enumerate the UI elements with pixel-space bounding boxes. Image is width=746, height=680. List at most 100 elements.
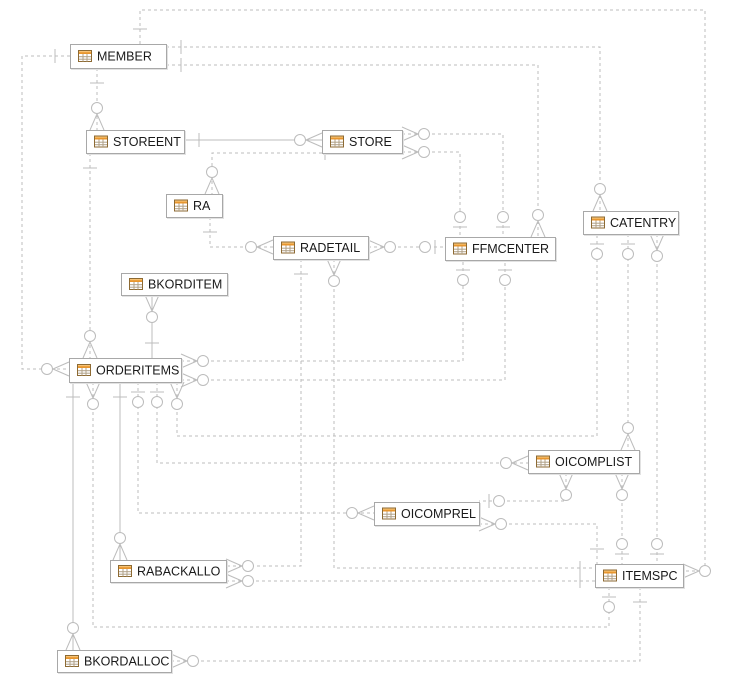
entity-box (273, 236, 369, 260)
relationship-line (92, 382, 610, 628)
relationship-radetail-ffmcenter (367, 239, 445, 255)
relationship-bkorditem-orderitems (144, 294, 160, 358)
relationship-oicomprel-itemspc (478, 516, 604, 564)
table-icon (78, 50, 92, 62)
relationship-line (171, 587, 641, 662)
entity-box (595, 564, 684, 588)
relationship-line (181, 260, 506, 381)
entity-label: RABACKALLO (137, 565, 221, 579)
relationship-store-ffmcenter (401, 126, 510, 237)
entity-label: FFMCENTER (472, 242, 549, 256)
table-icon (65, 655, 79, 667)
relationship-radetail-rabackallo (225, 259, 308, 574)
relationship-member-orderitems (21, 49, 70, 377)
relationship-storeent-store (184, 132, 323, 148)
table-icon (591, 216, 605, 229)
table-icon (129, 278, 143, 290)
entity-label: RADETAIL (300, 241, 360, 255)
relationship-orderitems-oicomprel (131, 382, 375, 521)
entity-box (121, 273, 228, 296)
entity-label: OICOMPLIST (555, 455, 632, 469)
relationship-catentry-oicomplist (620, 234, 636, 451)
entity-oicomplist[interactable]: OICOMPLIST (528, 450, 641, 475)
table-icon (330, 135, 344, 148)
relationship-member-catentry (166, 40, 608, 212)
relationship-orderitems-itemspc (85, 381, 616, 628)
relationship-line (176, 234, 598, 437)
relationship-line (479, 473, 567, 502)
relationship-orderitems-catentry (169, 234, 604, 437)
entity-label: STORE (349, 135, 392, 149)
relationship-line (479, 523, 598, 564)
relationship-line (211, 152, 340, 194)
relationship-orderitems-bkordalloc (65, 382, 81, 651)
entity-label: RA (193, 199, 211, 213)
relationship-bkordalloc-itemspc (170, 587, 647, 669)
relationship-orderitems-rabackallo (112, 382, 128, 561)
entity-radetail[interactable]: RADETAIL (273, 236, 370, 261)
table-icon (118, 565, 132, 577)
entity-store[interactable]: STORE (322, 130, 404, 155)
relationship-line (181, 260, 464, 362)
entity-label: ORDERITEMS (96, 364, 179, 378)
entity-layer: MEMBER STOREENT STORE RA RADETAIL FFMCENTER CA… (57, 44, 685, 674)
entity-box (583, 211, 679, 235)
entity-box (445, 237, 556, 261)
relationship-line (226, 259, 302, 567)
table-icon (77, 364, 91, 376)
entity-box (374, 502, 480, 526)
relationship-orderitems-oicomplist (150, 382, 529, 471)
relationship-orderitems-ffmcenter (180, 260, 470, 369)
entity-rabackallo[interactable]: RABACKALLO (110, 560, 228, 584)
table-icon (536, 455, 550, 468)
entity-box (57, 650, 172, 673)
relationship-line (21, 55, 70, 370)
relationship-orderitems-ffmcenter (180, 260, 512, 388)
relationship-oicomplist-itemspc (614, 472, 630, 564)
entity-label: CATENTRY (610, 216, 677, 230)
entity-box (86, 130, 185, 154)
entity-label: BKORDITEM (148, 278, 222, 292)
entity-member[interactable]: MEMBER (70, 44, 168, 70)
table-icon (94, 135, 108, 148)
relationship-member-ffmcenter (166, 58, 546, 238)
relationship-line (333, 259, 595, 569)
entity-storeent[interactable]: STOREENT (86, 130, 186, 155)
entity-label: ITEMSPC (622, 569, 678, 583)
relationship-line (137, 382, 374, 514)
entity-ra[interactable]: RA (166, 194, 224, 219)
relationship-member-itemspc (133, 9, 711, 579)
relationship-radetail-itemspc (326, 258, 595, 575)
entity-itemspc[interactable]: ITEMSPC (595, 564, 685, 589)
table-icon (603, 569, 617, 582)
table-icon (382, 507, 396, 520)
entity-ffmcenter[interactable]: FFMCENTER (445, 237, 557, 262)
entity-label: OICOMPREL (401, 507, 476, 521)
relationship-storeent-orderitems (82, 153, 98, 359)
table-icon (453, 242, 467, 255)
relationship-line (156, 382, 528, 464)
relationship-catentry-itemspc (649, 233, 665, 564)
table-icon (281, 241, 295, 254)
entity-label: STOREENT (113, 135, 181, 149)
relationship-oicomplist-oicomprel (479, 472, 574, 508)
relationship-line (166, 64, 539, 237)
entity-oicomprel[interactable]: OICOMPREL (374, 502, 481, 527)
relationship-line (402, 151, 461, 237)
relationship-layer (21, 9, 711, 669)
entity-catentry[interactable]: CATENTRY (583, 211, 680, 236)
table-icon (174, 199, 188, 212)
entity-box (528, 450, 640, 474)
entity-bkordalloc[interactable]: BKORDALLOC (57, 650, 173, 674)
relationship-line (402, 133, 504, 237)
relationship-member-storeent (89, 68, 105, 131)
entity-bkorditem[interactable]: BKORDITEM (121, 273, 229, 297)
entity-orderitems[interactable]: ORDERITEMS (69, 358, 183, 384)
entity-label: BKORDALLOC (84, 655, 169, 669)
relationship-rabackallo-itemspc (225, 573, 595, 589)
relationship-store-ra (204, 146, 340, 195)
entity-label: MEMBER (97, 50, 152, 64)
relationship-store-ffmcenter (401, 144, 467, 237)
